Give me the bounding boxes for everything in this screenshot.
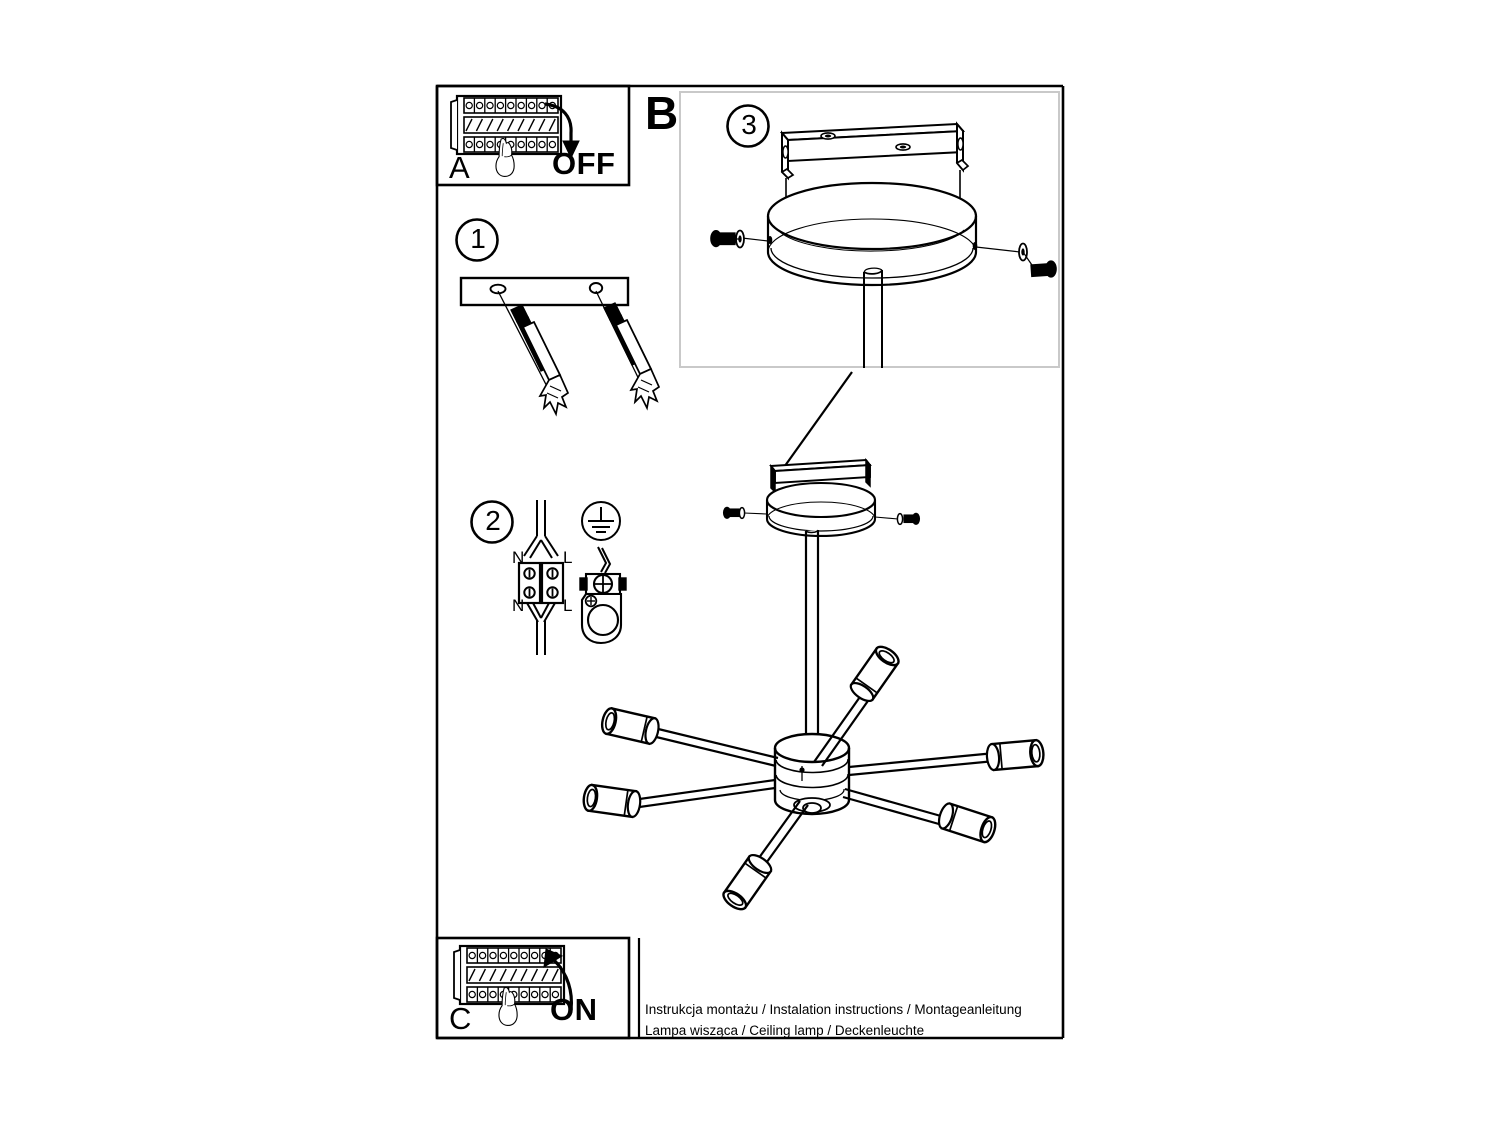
panel-a-state-label: OFF xyxy=(552,146,616,181)
panel-c-state-label: ON xyxy=(550,992,598,1027)
step-2-number: 2 xyxy=(485,505,501,536)
step-1-number: 1 xyxy=(470,223,486,254)
chandelier-arm-5 xyxy=(580,778,776,819)
caption-line-1: Instrukcja montażu / Instalation instruc… xyxy=(645,1002,1022,1017)
main-canopy-screw-right xyxy=(874,512,921,526)
terminal-label-n-bottom: N xyxy=(512,596,525,615)
panel-b-box xyxy=(679,91,1060,368)
terminal-label-l-top: L xyxy=(563,548,573,567)
sheet-caption: Instrukcja montażu / Instalation instruc… xyxy=(645,1000,1022,1042)
screw-left-step3 xyxy=(710,229,769,249)
ground-clamp-icon xyxy=(579,572,627,645)
terminal-label-n-top: N xyxy=(512,548,525,567)
terminal-block-step2 xyxy=(517,500,565,655)
chandelier-hub xyxy=(773,732,851,816)
earth-symbol-icon xyxy=(581,501,621,541)
chandelier-arm-2 xyxy=(848,738,1046,777)
panel-c-arrow-up-icon xyxy=(543,948,574,1011)
wall-plug-screw-left xyxy=(497,290,570,417)
main-assembly-canopy xyxy=(722,457,921,737)
terminal-label-l-bottom: L xyxy=(563,596,573,615)
main-canopy-screw-left xyxy=(722,506,768,520)
ground-wire xyxy=(597,546,612,574)
caption-line-2: Lampa wisząca / Ceiling lamp / Deckenleu… xyxy=(645,1022,925,1038)
canopy-step3 xyxy=(766,181,978,368)
step-3-number: 3 xyxy=(741,109,757,140)
chandelier-arm-3 xyxy=(842,787,1000,846)
panel-a-arrow-down-icon xyxy=(544,102,580,160)
panel-b-letter: B xyxy=(645,87,679,139)
step-2-marker xyxy=(470,500,514,544)
step-3-marker xyxy=(726,104,770,148)
chandelier-arm-1 xyxy=(813,641,903,767)
leader-line-step3-to-assembly xyxy=(781,371,853,471)
panel-a-letter: A xyxy=(449,150,470,185)
wall-plug-screw-right xyxy=(595,290,661,411)
ceiling-bracket-step3 xyxy=(779,121,970,215)
panel-c-letter: C xyxy=(449,1001,472,1036)
step-1-marker xyxy=(455,218,499,262)
mounting-bracket-step1 xyxy=(459,276,630,307)
panel-c-box xyxy=(435,936,631,1040)
chandelier-arm-4 xyxy=(719,800,809,915)
panel-a-box xyxy=(435,84,631,187)
screw-right-step3 xyxy=(975,242,1057,278)
chandelier-arm-6 xyxy=(598,705,779,768)
